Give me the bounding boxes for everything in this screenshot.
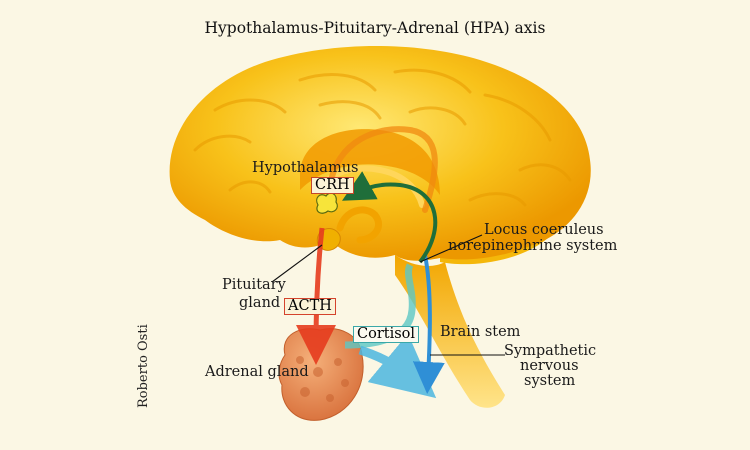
leader-lines — [271, 234, 505, 356]
hypothalamus-nucleus — [316, 192, 338, 214]
pituitary-label-line1: Pituitary — [222, 277, 286, 293]
illustrator-credit: Roberto Osti — [136, 324, 151, 408]
sympathetic-label-line1: Sympathetic — [504, 343, 597, 359]
hypothalamus-label: Hypothalamus — [252, 160, 359, 176]
brain-stem-label: Brain stem — [440, 324, 521, 340]
brain-stem-shape — [395, 255, 505, 408]
cortisol-box: Cortisol — [353, 326, 420, 343]
sympathetic-arrow — [412, 254, 445, 394]
acth-arrow — [296, 227, 337, 365]
adrenal-gland-label: Adrenal gland — [205, 364, 309, 380]
norepinephrine-system-label: norepinephrine system — [448, 238, 618, 254]
sympathetic-label-line2: nervous — [520, 358, 579, 374]
acth-box: ACTH — [284, 298, 336, 315]
crh-box: CRH — [311, 177, 354, 194]
feedback-arc — [327, 126, 438, 213]
diagram-title: Hypothalamus-Pituitary-Adrenal (HPA) axi… — [204, 19, 546, 37]
sympathetic-label-line3: system — [524, 373, 576, 389]
brain-gyri — [193, 68, 572, 207]
norepinephrine-arrow — [342, 171, 438, 264]
cortisol-to-body-arrow — [358, 333, 437, 399]
locus-coeruleus-label: Locus coeruleus — [484, 222, 604, 238]
pituitary-label-line2: gland — [239, 295, 281, 311]
corpus-callosum — [300, 129, 440, 195]
